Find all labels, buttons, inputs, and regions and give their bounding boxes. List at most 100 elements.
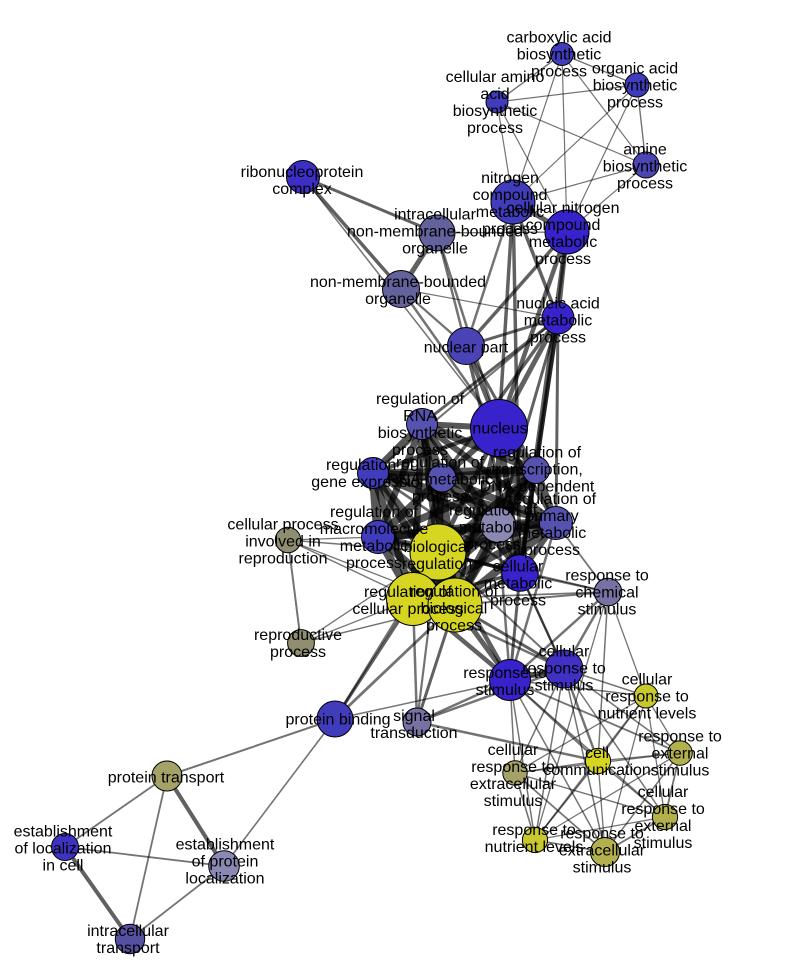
svg-text:process: process: [467, 120, 523, 137]
svg-text:response to: response to: [522, 661, 606, 678]
svg-text:amine: amine: [623, 142, 667, 159]
svg-text:biological: biological: [421, 601, 488, 618]
svg-text:metabolic: metabolic: [518, 525, 586, 542]
svg-text:compound: compound: [526, 217, 601, 234]
svg-text:cellular process: cellular process: [227, 517, 338, 534]
svg-text:metabolic: metabolic: [476, 204, 544, 221]
svg-text:nucleus: nucleus: [472, 421, 527, 438]
svg-text:response to: response to: [463, 665, 547, 682]
svg-text:cellular nitrogen: cellular nitrogen: [507, 200, 620, 217]
svg-text:process: process: [607, 95, 663, 112]
svg-text:regulation of: regulation of: [396, 455, 485, 472]
svg-text:nutrient levels: nutrient levels: [485, 839, 584, 856]
svg-text:response to: response to: [560, 826, 644, 843]
svg-text:regulation of: regulation of: [410, 584, 499, 601]
svg-text:transcription,: transcription,: [491, 462, 583, 479]
svg-text:regulation of: regulation of: [330, 504, 419, 521]
svg-text:regulation: regulation: [402, 556, 472, 573]
svg-text:cellular amino: cellular amino: [446, 69, 545, 86]
svg-text:nutrient levels: nutrient levels: [598, 706, 697, 723]
svg-text:compound: compound: [473, 187, 548, 204]
svg-text:acid: acid: [480, 86, 509, 103]
svg-text:biological: biological: [404, 539, 471, 556]
svg-text:reproductive: reproductive: [254, 627, 342, 644]
svg-text:process: process: [530, 330, 586, 347]
svg-text:nitrogen: nitrogen: [481, 170, 539, 187]
svg-text:protein binding: protein binding: [286, 712, 391, 729]
svg-text:response to: response to: [492, 822, 576, 839]
svg-text:of localization: of localization: [15, 841, 112, 858]
svg-text:extracellular: extracellular: [470, 776, 557, 793]
svg-text:non-membrane-bounded: non-membrane-bounded: [310, 274, 486, 291]
svg-text:process: process: [490, 593, 546, 610]
svg-text:regulation of: regulation of: [326, 457, 415, 474]
svg-text:organelle: organelle: [402, 241, 468, 258]
svg-text:metabolic: metabolic: [484, 576, 552, 593]
svg-text:transduction: transduction: [370, 725, 457, 742]
svg-text:response to: response to: [605, 689, 689, 706]
svg-text:nucleic acid: nucleic acid: [516, 296, 600, 313]
svg-text:macromolecule: macromolecule: [320, 521, 429, 538]
svg-text:primary: primary: [525, 508, 578, 525]
svg-text:cellular: cellular: [622, 672, 673, 689]
svg-text:chemical: chemical: [575, 585, 638, 602]
svg-text:localization: localization: [185, 871, 264, 888]
svg-text:stimulus: stimulus: [634, 835, 693, 852]
svg-text:process: process: [617, 176, 673, 193]
svg-text:involved in: involved in: [245, 534, 321, 551]
svg-text:metabolic: metabolic: [524, 313, 592, 330]
svg-text:gene expression: gene expression: [311, 474, 428, 491]
svg-text:stimulus: stimulus: [651, 763, 710, 780]
svg-text:external: external: [635, 818, 692, 835]
svg-text:organelle: organelle: [365, 291, 431, 308]
svg-text:response to: response to: [565, 568, 649, 585]
svg-text:metabolic: metabolic: [529, 234, 597, 251]
svg-text:process: process: [346, 555, 402, 572]
svg-text:biosynthetic: biosynthetic: [603, 159, 688, 176]
svg-text:regulation of: regulation of: [364, 584, 453, 601]
svg-text:biosynthetic: biosynthetic: [593, 78, 678, 95]
svg-text:response to: response to: [621, 801, 705, 818]
svg-text:cell: cell: [585, 745, 609, 762]
svg-text:organic acid: organic acid: [592, 61, 678, 78]
svg-text:regulation of: regulation of: [449, 503, 538, 520]
svg-text:process: process: [524, 542, 580, 559]
svg-text:establishment: establishment: [14, 824, 113, 841]
svg-text:ribonucleoprotein: ribonucleoprotein: [241, 164, 364, 181]
svg-text:intracellular: intracellular: [394, 207, 476, 224]
svg-text:response to: response to: [471, 759, 555, 776]
svg-text:intracellular: intracellular: [87, 923, 169, 940]
svg-text:stimulus: stimulus: [578, 602, 637, 619]
svg-text:metabolic: metabolic: [459, 520, 527, 537]
svg-text:cellular process: cellular process: [352, 601, 463, 618]
svg-text:process: process: [412, 489, 468, 506]
svg-text:RNA metabolic: RNA metabolic: [387, 472, 493, 489]
svg-text:cellular: cellular: [493, 559, 544, 576]
svg-text:biosynthetic: biosynthetic: [453, 103, 538, 120]
svg-text:process: process: [426, 618, 482, 635]
svg-text:stimulus: stimulus: [573, 860, 632, 877]
svg-text:RNA: RNA: [403, 408, 437, 425]
svg-text:nuclear part: nuclear part: [424, 340, 509, 357]
svg-text:cellular: cellular: [539, 644, 590, 661]
svg-text:of protein: of protein: [192, 854, 259, 871]
svg-text:process: process: [535, 251, 591, 268]
svg-text:external: external: [652, 746, 709, 763]
svg-text:process: process: [531, 64, 587, 81]
svg-text:complex: complex: [272, 181, 332, 198]
svg-text:transport: transport: [96, 940, 160, 957]
svg-text:in cell: in cell: [43, 858, 84, 875]
svg-text:extracellular: extracellular: [559, 843, 646, 860]
svg-text:non-membrane-bounded: non-membrane-bounded: [347, 224, 523, 241]
svg-text:biosynthetic: biosynthetic: [517, 47, 602, 64]
svg-text:regulation of: regulation of: [376, 391, 465, 408]
svg-text:process: process: [465, 537, 521, 554]
svg-text:process: process: [392, 442, 448, 459]
svg-text:cellular: cellular: [638, 784, 689, 801]
svg-text:establishment: establishment: [176, 837, 275, 854]
svg-text:stimulus: stimulus: [484, 793, 543, 810]
svg-text:communication: communication: [543, 762, 651, 779]
svg-text:process: process: [270, 644, 326, 661]
svg-text:carboxylic acid: carboxylic acid: [507, 30, 612, 47]
svg-text:process: process: [482, 221, 538, 238]
